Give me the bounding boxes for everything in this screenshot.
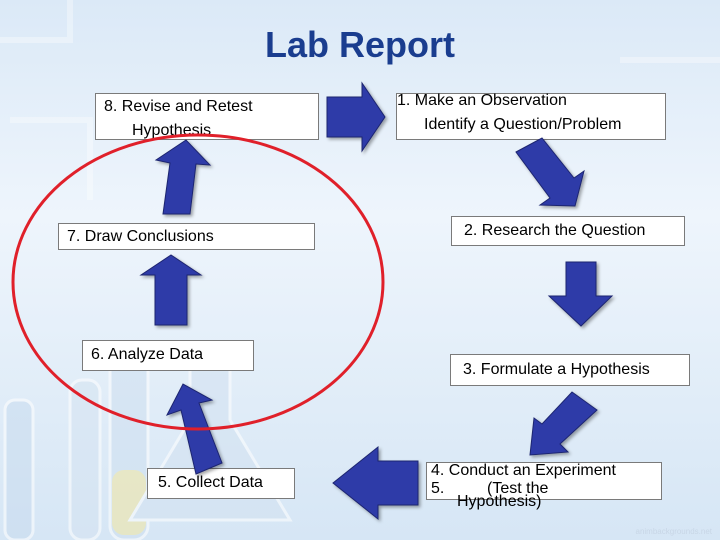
- step-6-analyze-box: 6. Analyze Data: [82, 340, 254, 371]
- step-5-collect-box: 5. Collect Data: [147, 468, 295, 499]
- step-3-label: 3. Formulate a Hypothesis: [463, 361, 650, 378]
- step-8-label: 8. Revise and Retest: [104, 98, 253, 115]
- step-8-label-cont: Hypothesis: [132, 122, 212, 139]
- step-2-label: 2. Research the Question: [464, 222, 646, 239]
- step-7-conclusions-box: 7. Draw Conclusions: [58, 223, 315, 250]
- step-2-research-box: 2. Research the Question: [451, 216, 685, 246]
- step-4-sub-label: (Test the: [487, 480, 549, 497]
- watermark: animbackgrounds.net: [635, 527, 713, 536]
- step-6-label: 6. Analyze Data: [91, 346, 204, 363]
- step-7-label: 7. Draw Conclusions: [67, 228, 214, 245]
- step-8-revise-box: 8. Revise and Retest Hypothesis: [95, 93, 319, 140]
- step-1-label: 1. Make an Observation: [397, 92, 567, 109]
- step-1-observation-box: 1. Make an Observation Identify a Questi…: [396, 92, 666, 140]
- page-title: Lab Report: [264, 24, 455, 65]
- step-4-experiment-box: 4. Conduct an Experiment 5. (Test the Hy…: [426, 462, 662, 510]
- step-1-label-cont: Identify a Question/Problem: [424, 116, 622, 133]
- step-3-hypothesis-box: 3. Formulate a Hypothesis: [450, 354, 690, 386]
- step-4-sub-label-cont: Hypothesis): [457, 493, 542, 510]
- step-5-label: 5. Collect Data: [158, 474, 263, 491]
- step-4-sub-number: 5.: [431, 480, 445, 497]
- step-4-label: 4. Conduct an Experiment: [431, 462, 616, 479]
